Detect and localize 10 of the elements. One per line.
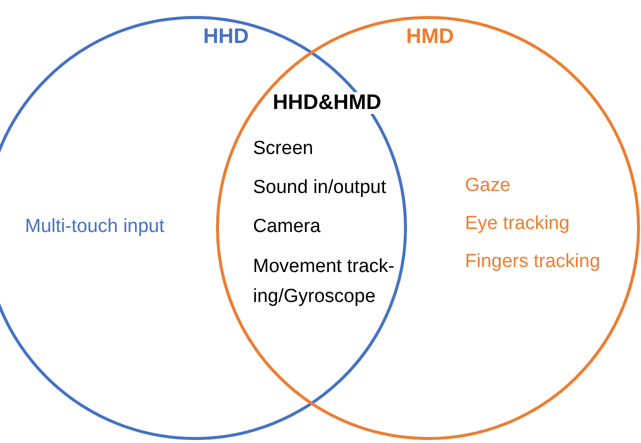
feature-text: Fingers tracking [465,251,600,273]
feature-text: Eye tracking [465,213,570,235]
feature-text: Multi-touch input [25,216,164,238]
feature-text: Sound in/output [253,177,386,199]
circle-title: HMD [406,26,454,48]
feature-text: Screen [253,138,314,160]
feature-text: Gaze [465,175,510,197]
circle-title: HHD [203,26,249,48]
feature-text: Camera [253,216,321,238]
feature-text: Movement track- ing/Gyroscope [253,255,396,309]
